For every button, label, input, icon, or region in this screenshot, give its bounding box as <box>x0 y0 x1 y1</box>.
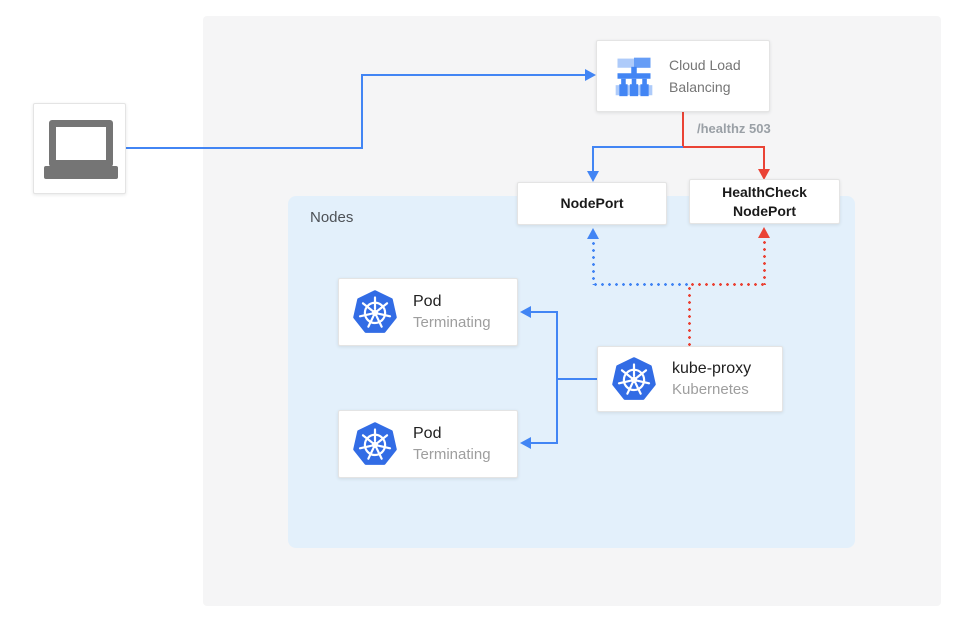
arrowhead-into-pod1 <box>520 306 531 318</box>
cloud-load-balancing-icon <box>615 57 653 97</box>
edge-to-pod2 <box>531 442 557 444</box>
client-box <box>33 103 126 194</box>
edge-kubeproxy-up-dotted <box>688 285 691 346</box>
edge-client-to-lb-h1 <box>126 147 362 149</box>
healthcheck-nodeport-box: HealthCheck NodePort <box>689 179 840 224</box>
pod2-status: Terminating <box>413 446 491 463</box>
load-balancer-box: Cloud Load Balancing <box>596 40 770 112</box>
edge-kubeproxy-left <box>557 378 597 380</box>
edge-client-to-lb-v <box>361 74 363 149</box>
edge-pods-trunk <box>556 311 558 444</box>
healthcheck-nodeport-label: HealthCheck NodePort <box>722 183 807 219</box>
edge-dotted-to-healthcheck-h <box>689 283 766 286</box>
kube-proxy-subtitle: Kubernetes <box>672 381 749 398</box>
arrowhead-dotted-into-healthcheck <box>758 227 770 238</box>
arrowhead-into-healthcheck-nodeport <box>758 169 770 180</box>
pod2-title: Pod <box>413 425 442 442</box>
kube-proxy-box: kube-proxy Kubernetes <box>597 346 783 412</box>
pod1-title: Pod <box>413 293 442 310</box>
kube-proxy-title: kube-proxy <box>672 360 752 377</box>
nodeport-label: NodePort <box>560 195 624 211</box>
pod2-box: Pod Terminating <box>338 410 518 478</box>
nodeport-box: NodePort <box>517 182 667 225</box>
edge-lb-to-nodeport-h <box>592 146 683 148</box>
nodes-panel-label: Nodes <box>310 209 354 226</box>
load-balancer-label: Cloud Load Balancing <box>669 57 741 95</box>
arrowhead-into-load-balancer <box>585 69 596 81</box>
pod1-box: Pod Terminating <box>338 278 518 346</box>
arrowhead-dotted-into-nodeport <box>587 228 599 239</box>
edge-dotted-to-nodeport-v <box>592 240 595 285</box>
kubernetes-icon <box>353 422 397 465</box>
edge-to-pod1 <box>531 311 557 313</box>
kubernetes-icon <box>353 290 397 333</box>
edge-client-to-lb-h2 <box>361 74 585 76</box>
edge-lb-to-healthcheck-h <box>683 146 765 148</box>
pod1-status: Terminating <box>413 314 491 331</box>
arrowhead-into-nodeport <box>587 171 599 182</box>
edge-lb-down-red <box>682 112 684 148</box>
arrowhead-into-pod2 <box>520 437 531 449</box>
edge-dotted-to-healthcheck-v <box>763 239 766 285</box>
kubernetes-icon <box>612 357 656 400</box>
edge-lb-to-healthcheck-v <box>763 146 765 171</box>
edge-dotted-to-nodeport-h <box>592 283 689 286</box>
edge-lb-to-nodeport-v <box>592 146 594 173</box>
healthz-503-label: /healthz 503 <box>697 121 771 136</box>
